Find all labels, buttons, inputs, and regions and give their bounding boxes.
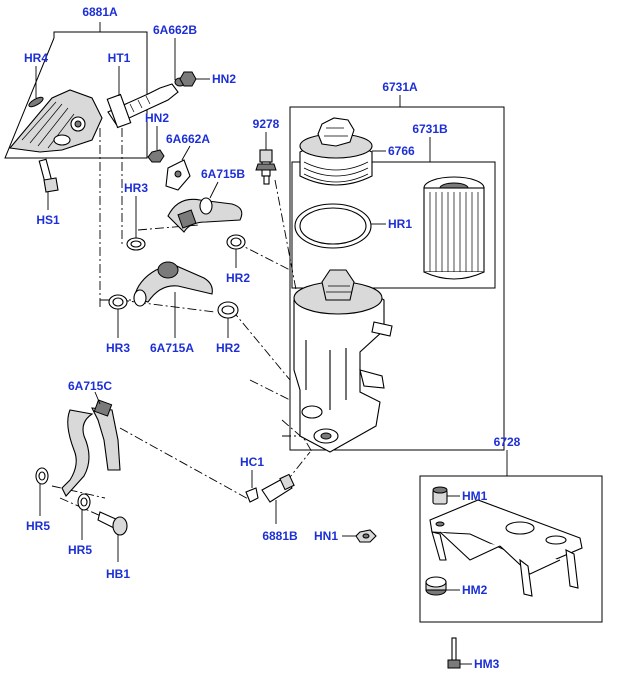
label-9278: 9278 — [253, 117, 280, 131]
bolt-HM3 — [447, 637, 472, 669]
label-HR5-right: HR5 — [68, 543, 92, 557]
label-6A715C: 6A715C — [68, 379, 112, 393]
nut-HN2-lower — [147, 126, 165, 163]
bracket-6A662A — [165, 145, 191, 191]
label-6731B: 6731B — [412, 122, 448, 136]
bracket-6881A — [8, 89, 103, 153]
seal-HR1 — [294, 203, 386, 249]
label-HR2-lower: HR2 — [216, 341, 240, 355]
hose-6A715C — [61, 391, 121, 497]
filter-housing — [293, 269, 393, 453]
o-ring-HR3-top — [126, 196, 146, 251]
label-HN2-top: HN2 — [212, 72, 236, 86]
bolt-HB1 — [97, 511, 128, 562]
label-HN2-lower: HN2 — [145, 111, 169, 125]
label-6A715B: 6A715B — [201, 167, 245, 181]
o-ring-HR2-lower — [217, 301, 239, 338]
label-6731A: 6731A — [382, 80, 418, 94]
group-box-6728 — [419, 450, 603, 623]
sensor-9278 — [255, 132, 277, 185]
label-HR4: HR4 — [24, 51, 48, 65]
filter-element — [423, 176, 485, 280]
label-6766: 6766 — [388, 144, 415, 158]
o-ring-HR5-left — [35, 467, 49, 516]
group-box-6731B — [291, 137, 496, 289]
group-box-6731A — [289, 95, 505, 451]
mount-HM2 — [425, 576, 460, 596]
label-6881A: 6881A — [82, 5, 118, 19]
label-6A662A: 6A662A — [166, 132, 210, 146]
o-ring-HR4 — [28, 66, 44, 108]
o-ring-HR5-right — [77, 493, 91, 540]
label-HR3-lower: HR3 — [106, 341, 130, 355]
label-HR2-top: HR2 — [226, 271, 250, 285]
part-labels: 6881A 6A662B HR4 HT1 HN2 HN2 6A662A 9278… — [24, 5, 521, 671]
bolt-HS1 — [38, 158, 59, 210]
label-HM2: HM2 — [462, 583, 488, 597]
label-HC1: HC1 — [240, 455, 264, 469]
label-HM3: HM3 — [474, 657, 500, 671]
label-6728: 6728 — [494, 435, 521, 449]
o-ring-HR2-top — [226, 234, 246, 268]
nut-HN2-top — [179, 71, 210, 87]
filter-cap-6766 — [299, 117, 386, 186]
label-HR5-left: HR5 — [26, 519, 50, 533]
label-HR1: HR1 — [388, 217, 412, 231]
mount-HM1 — [432, 486, 460, 505]
label-6A662B: 6A662B — [153, 23, 197, 37]
label-HB1: HB1 — [106, 567, 130, 581]
label-HR3-top: HR3 — [124, 181, 148, 195]
label-6881B: 6881B — [262, 529, 298, 543]
hose-6A715B — [167, 181, 243, 233]
clip-HC1 — [245, 470, 259, 503]
label-HN1: HN1 — [314, 529, 338, 543]
label-6A715A: 6A715A — [150, 341, 194, 355]
o-ring-HR3-lower — [108, 294, 128, 338]
nut-HN1 — [342, 529, 377, 543]
label-HM1: HM1 — [462, 489, 488, 503]
assembly-lines — [51, 128, 313, 521]
mounting-bracket-6728 — [429, 499, 583, 597]
hose-clip-HT1 — [106, 66, 132, 129]
label-HT1: HT1 — [108, 51, 131, 65]
label-HS1: HS1 — [36, 213, 60, 227]
hose-6A715A — [133, 261, 213, 338]
fitting-6881B — [261, 473, 295, 524]
